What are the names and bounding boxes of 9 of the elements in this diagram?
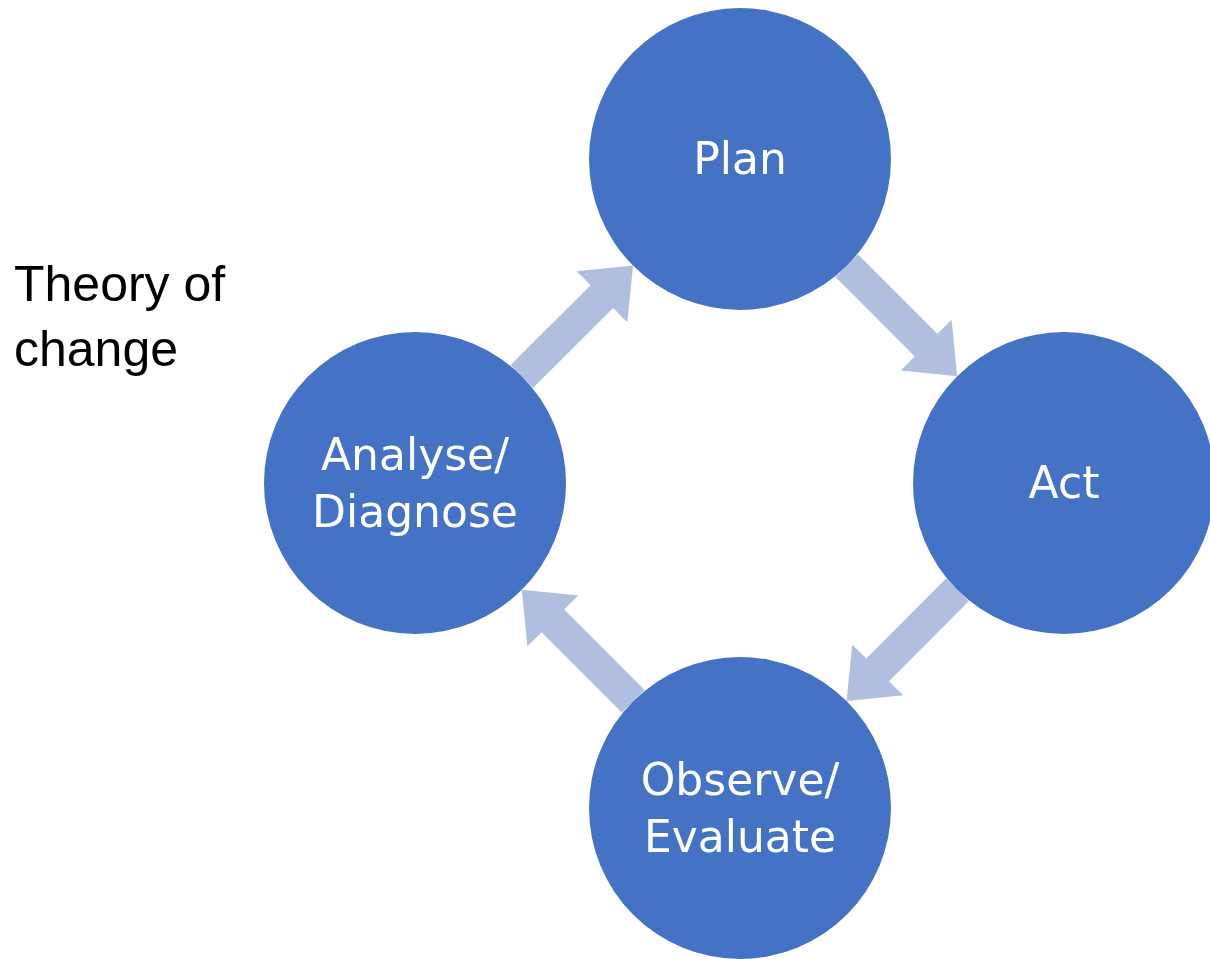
step-label: Act [1027, 456, 1101, 511]
step-label: Plan [692, 132, 788, 187]
block-arrow [846, 578, 969, 702]
step-label: Observe/ Evaluate [639, 752, 841, 864]
block-arrow [521, 589, 645, 713]
step-label: Analyse/ Diagnose [311, 427, 519, 539]
diagram-title: Theory of change [14, 255, 227, 379]
block-arrow [835, 254, 958, 377]
block-arrow [510, 265, 634, 388]
